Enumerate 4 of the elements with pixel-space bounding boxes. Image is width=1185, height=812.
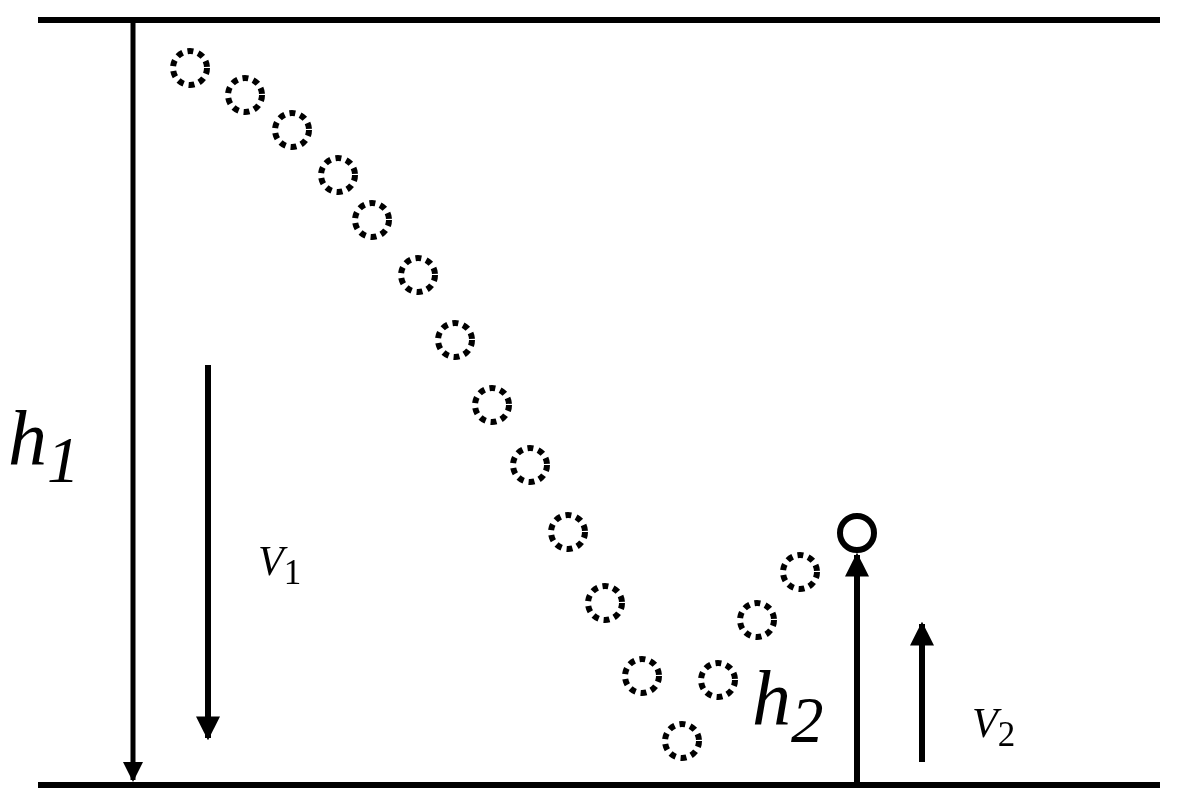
velocity-label: V$_{2}$ [972, 702, 1016, 753]
velocity-label: V$_{1}$ [258, 540, 302, 591]
dimension-label: h$_{1}$ [8, 400, 80, 493]
dimension-label: h$_{2}$ [752, 660, 824, 753]
